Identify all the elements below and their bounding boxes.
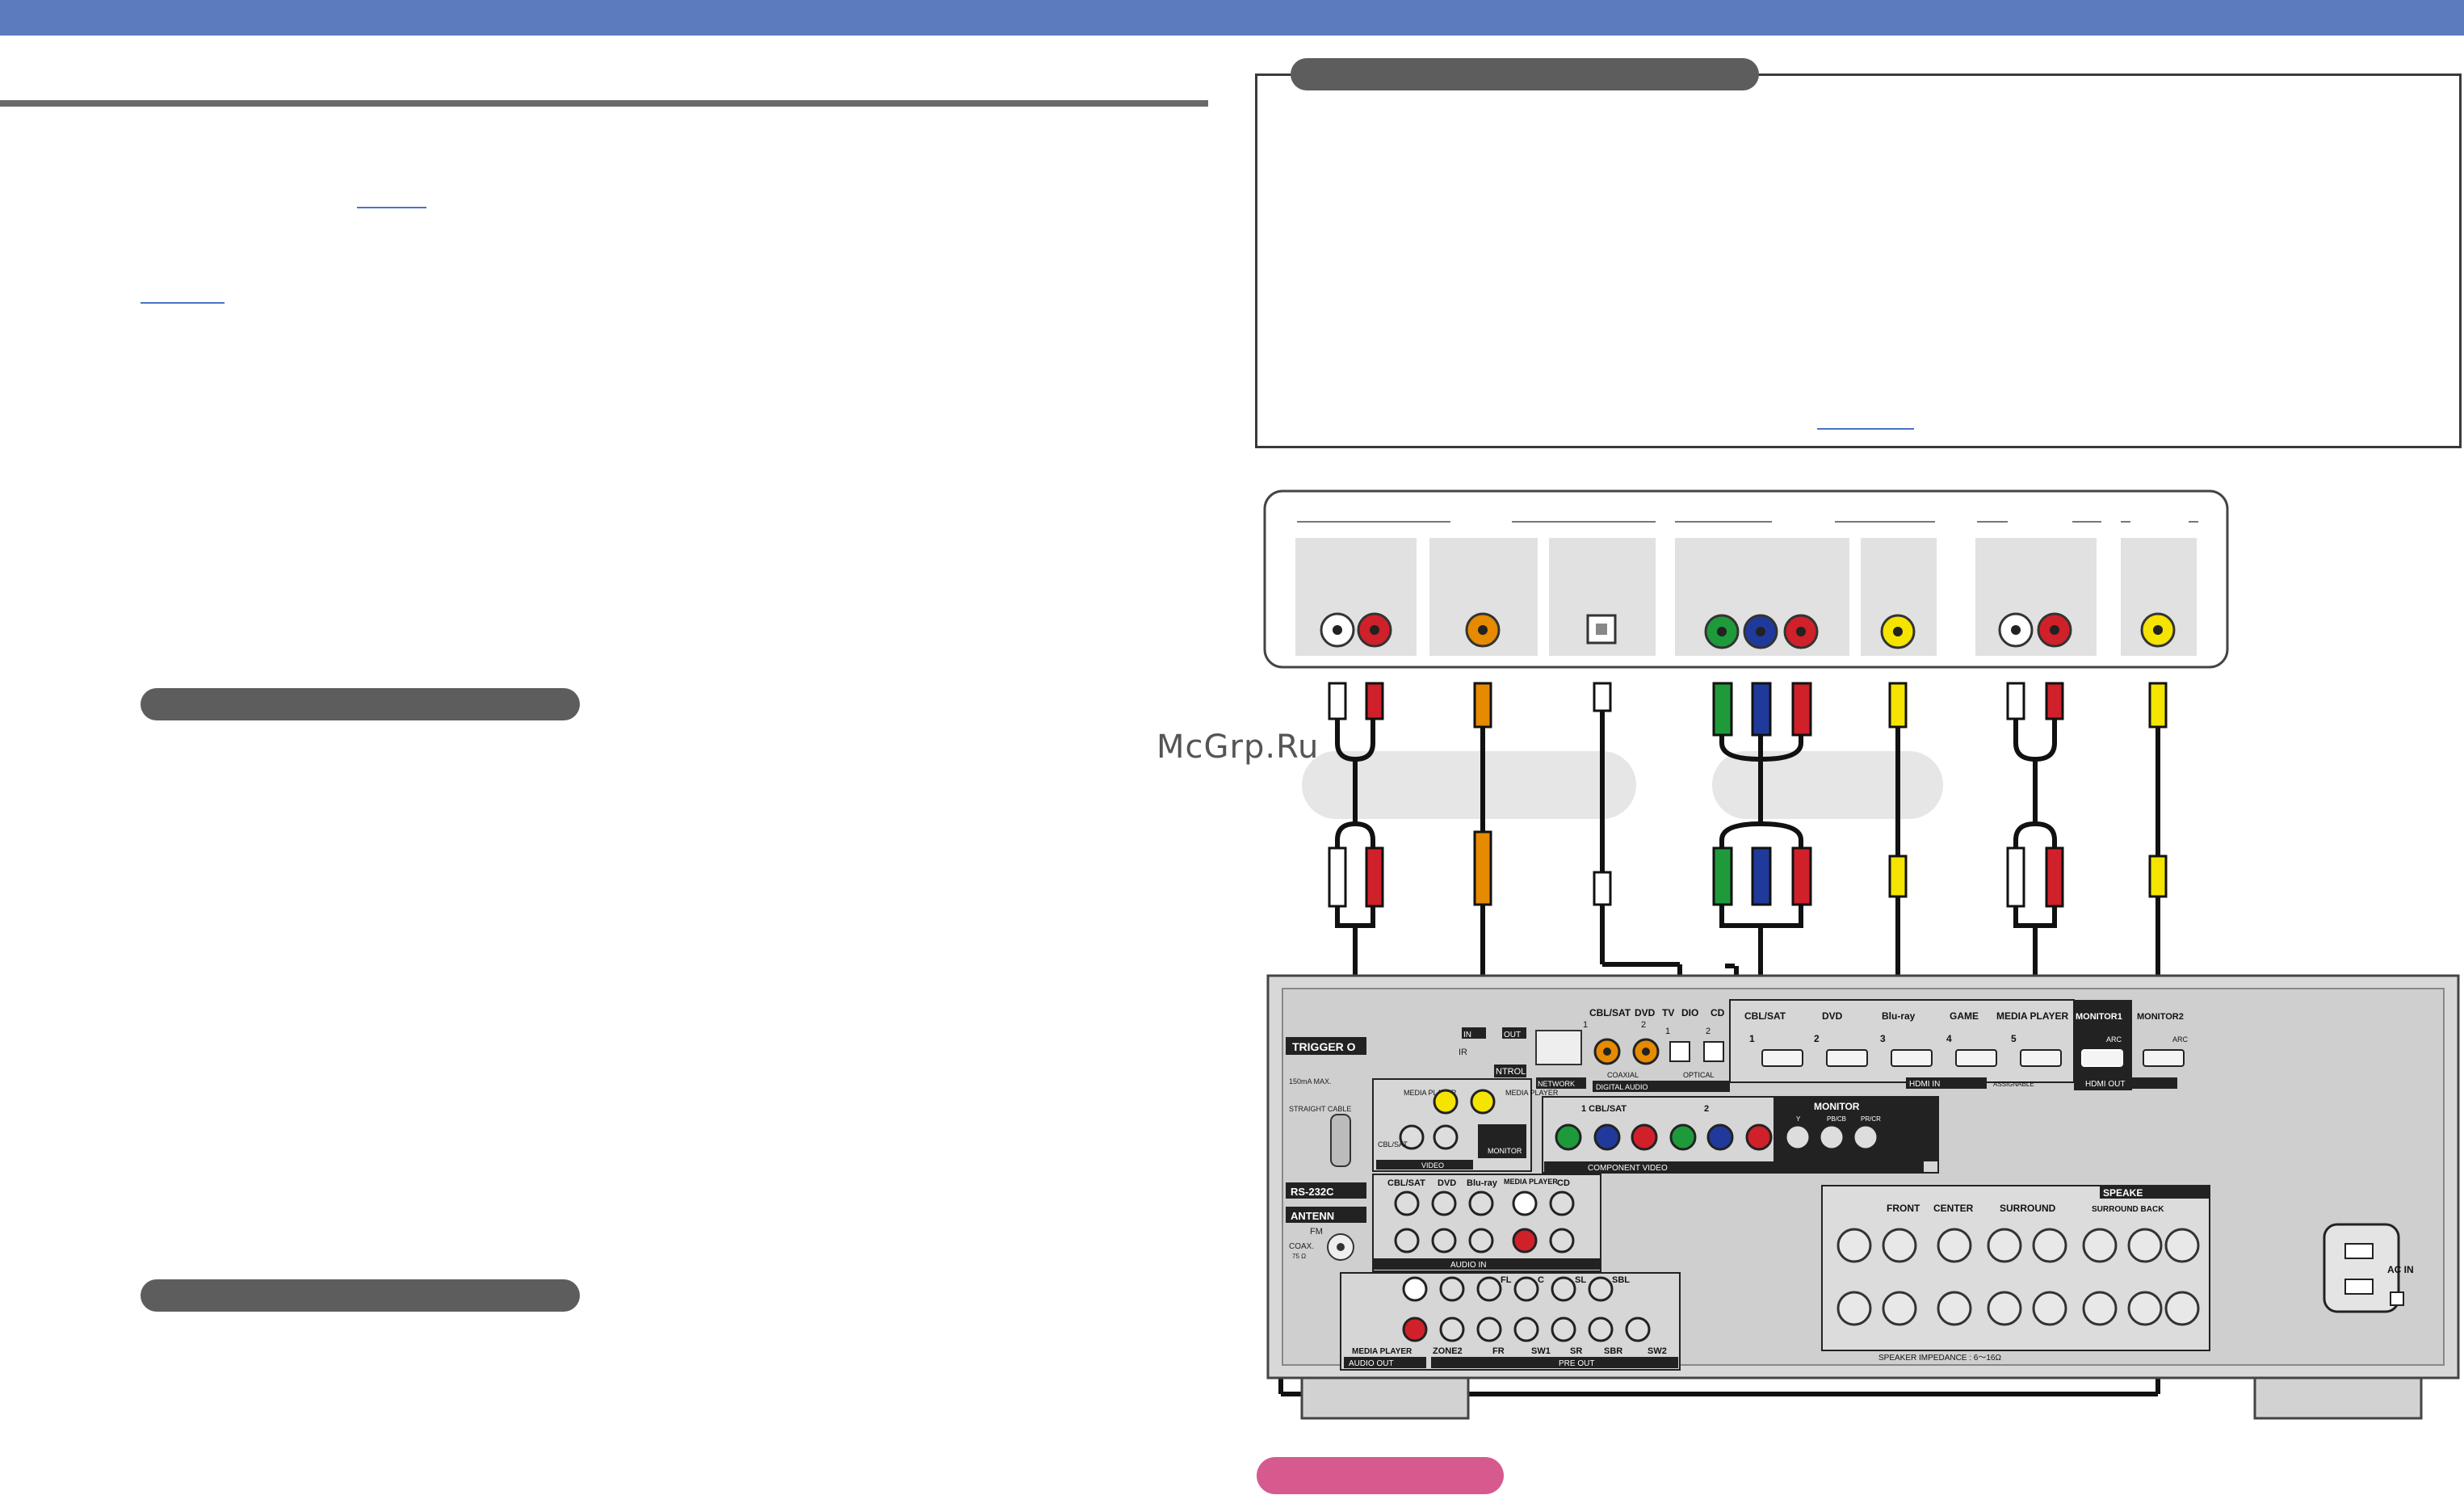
cable-label-ovals [1302,751,1943,819]
monitor1-label: MONITOR1 [2076,1012,2122,1022]
hdmi-in-label: HDMI IN [1909,1080,1940,1089]
ir-label: IR [1459,1048,1467,1057]
surround-back-speaker-label: SURROUND BACK [2092,1205,2164,1214]
preout-sw1-label: SW1 [1531,1346,1551,1356]
audio-bluray-label: Blu-ray [1467,1178,1498,1188]
optical-label: OPTICAL [1683,1071,1715,1079]
rca-plugs [1328,682,2168,908]
coaxial-cblsat-label: CBL/SAT [1589,1007,1631,1018]
hdmi-game-label: GAME [1950,1010,1979,1022]
preout-c-label: C [1538,1275,1544,1285]
coaxial-1-label: 1 [1583,1020,1588,1030]
hdmi-mediaplayer-label: MEDIA PLAYER [1996,1010,2068,1022]
video-mediaplayer-out-label: MEDIA PLAYER [1505,1089,1559,1097]
trigger-spec-label: 150mA MAX. [1289,1077,1332,1086]
optical-1-label: 1 [1665,1027,1670,1036]
hdmi-4-label: 4 [1946,1033,1952,1044]
source-device-panel [1263,489,2229,669]
audio-mediaplayer-label: MEDIA PLAYER [1504,1178,1558,1186]
coaxial-2-label: 2 [1641,1020,1646,1030]
note-panel-title-pill [1291,58,1759,90]
optical-dio-label: DIO [1681,1007,1698,1018]
audio-out-mediaplayer-label: MEDIA PLAYER [1352,1347,1412,1356]
component-pr-label: PR/CR [1861,1115,1881,1123]
hdmi-1-label: 1 [1749,1033,1755,1044]
front-speaker-label: FRONT [1887,1203,1920,1214]
note-panel-link[interactable] [1817,428,1914,430]
digital-audio-label: DIGITAL AUDIO [1596,1083,1648,1091]
trigger-label: TRIGGER O [1292,1040,1356,1053]
preout-sbr-label: SBR [1604,1346,1622,1356]
hdmi-bluray-label: Blu-ray [1882,1010,1916,1022]
audio-in-label: AUDIO IN [1450,1261,1486,1270]
audio-out-label: AUDIO OUT [1349,1359,1394,1368]
preout-sbl-label: SBL [1612,1275,1630,1285]
fm-label: FM [1310,1227,1323,1237]
component-pb-label: PB/CB [1827,1115,1846,1123]
monitor2-arc-label: ARC [2172,1035,2189,1044]
component-monitor-label: MONITOR [1814,1101,1860,1112]
preout-zone2-label: ZONE2 [1433,1346,1463,1356]
speakers-label: SPEAKE [2103,1187,2143,1199]
note-panel [1255,73,2462,448]
preout-sr-label: SR [1570,1346,1582,1356]
optical-cd-label: CD [1711,1007,1725,1018]
ohm-label: 75 Ω [1292,1253,1306,1260]
video-mediaplayer-label: MEDIA PLAYER [1404,1089,1457,1097]
hdmi-3-label: 3 [1880,1033,1886,1044]
audio-dvd-label: DVD [1438,1178,1456,1188]
network-label: NETWORK [1538,1080,1575,1088]
assignable-label: ASSIGNABLE [1993,1081,2034,1088]
top-banner [0,0,2464,36]
speaker-impedance-label: SPEAKER IMPEDANCE : 6～16Ω [1878,1354,2001,1363]
hdmi-cblsat-label: CBL/SAT [1744,1010,1786,1022]
ac-in-label: AC IN [2387,1264,2414,1275]
section-heading-pill-2 [141,1279,580,1312]
preout-fl-label: FL [1501,1275,1512,1285]
video-cblsat-label: CBL/SAT [1378,1140,1408,1149]
control-label: NTROL [1496,1067,1526,1077]
audio-cblsat-label: CBL/SAT [1387,1178,1425,1188]
center-speaker-label: CENTER [1933,1203,1974,1214]
pre-out-label: PRE OUT [1559,1359,1594,1368]
preout-sw2-label: SW2 [1648,1346,1667,1356]
ir-out-label: OUT [1504,1031,1521,1039]
section-heading-pill-1 [141,688,580,720]
preout-fr-label: FR [1492,1346,1505,1356]
coax-label: COAX. [1289,1242,1314,1251]
hdmi-2-label: 2 [1814,1033,1820,1044]
coaxial-dvd-label: DVD [1635,1007,1656,1018]
video-monitor-label: MONITOR [1488,1147,1522,1155]
rs232-label: RS-232C [1291,1186,1334,1198]
watermark-text: McGrp.Ru [1156,729,1320,766]
hdmi-out-label: HDMI OUT [2085,1080,2125,1089]
preout-sl-label: SL [1575,1275,1586,1285]
section-rule [0,100,1208,107]
surround-speaker-label: SURROUND [2000,1203,2056,1214]
note-pink-pill [1257,1457,1504,1494]
audio-cd-label: CD [1557,1178,1570,1188]
page-link-1[interactable] [357,207,426,208]
component-video-label: COMPONENT VIDEO [1588,1164,1668,1173]
component-1-label: 1 CBL/SAT [1581,1104,1627,1114]
video-label: VIDEO [1421,1161,1444,1170]
straight-cable-label: STRAIGHT CABLE [1289,1105,1351,1113]
page-link-2[interactable] [141,302,225,304]
hdmi-dvd-label: DVD [1822,1010,1843,1022]
optical-2-label: 2 [1706,1027,1711,1036]
component-2-label: 2 [1704,1104,1709,1114]
antenna-label: ANTENN [1291,1210,1334,1222]
optical-tv-label: TV [1662,1007,1674,1018]
monitor2-label: MONITOR2 [2137,1012,2184,1022]
component-y-label: Y [1796,1115,1801,1123]
monitor1-arc-label: ARC [2106,1035,2122,1044]
ir-in-label: IN [1463,1031,1471,1039]
hdmi-5-label: 5 [2011,1033,2017,1044]
coaxial-label: COAXIAL [1607,1071,1639,1079]
receiver-rear-panel: TRIGGER O 150mA MAX. STRAIGHT CABLE RS-2… [1266,974,2460,1420]
